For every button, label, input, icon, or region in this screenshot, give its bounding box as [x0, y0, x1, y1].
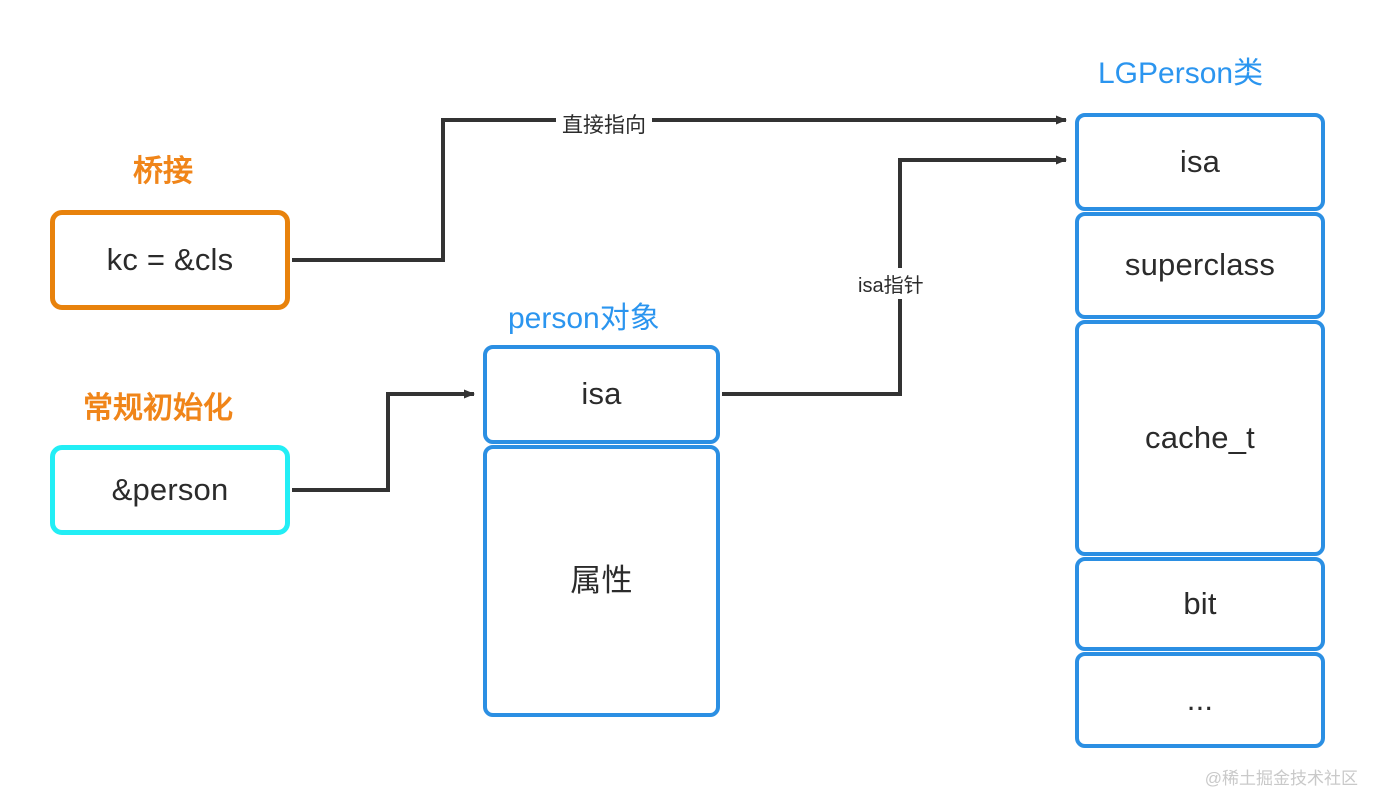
- caption-normal-init: 常规初始化: [83, 392, 233, 425]
- person-field-isa: isa: [483, 345, 720, 444]
- class-field-superclass-label: superclass: [1124, 247, 1276, 283]
- person-ref-label: &person: [111, 471, 229, 507]
- person-ref-box: &person: [50, 445, 290, 535]
- bridge-value-box: kc = &cls: [50, 210, 290, 310]
- class-field-bit: bit: [1075, 557, 1325, 651]
- person-field-attributes-label: 属性: [570, 562, 633, 598]
- bridge-value-label: kc = &cls: [106, 241, 234, 277]
- class-field-more-label: ...: [1186, 681, 1214, 717]
- class-field-cache: cache_t: [1075, 320, 1325, 556]
- person-field-isa-label: isa: [581, 376, 622, 412]
- class-field-more: ...: [1075, 652, 1325, 748]
- wire-label-direct-pointer: 直接指向: [556, 108, 652, 140]
- caption-person-object: person对象: [508, 302, 660, 335]
- caption-lgperson-class: LGPerson类: [1098, 57, 1264, 90]
- watermark: @稀土掘金技术社区: [1204, 769, 1358, 788]
- caption-bridge: 桥接: [133, 155, 193, 188]
- person-field-attributes: 属性: [483, 445, 720, 717]
- class-field-isa: isa: [1075, 113, 1325, 211]
- wire-label-isa-pointer: isa指针: [852, 268, 930, 299]
- class-field-cache-label: cache_t: [1145, 419, 1255, 455]
- class-field-bit-label: bit: [1183, 585, 1217, 621]
- wire-bridge-to-class: [292, 115, 1067, 262]
- class-field-superclass: superclass: [1075, 212, 1325, 319]
- class-field-isa-label: isa: [1179, 143, 1221, 179]
- wire-personref-to-object: [292, 389, 475, 492]
